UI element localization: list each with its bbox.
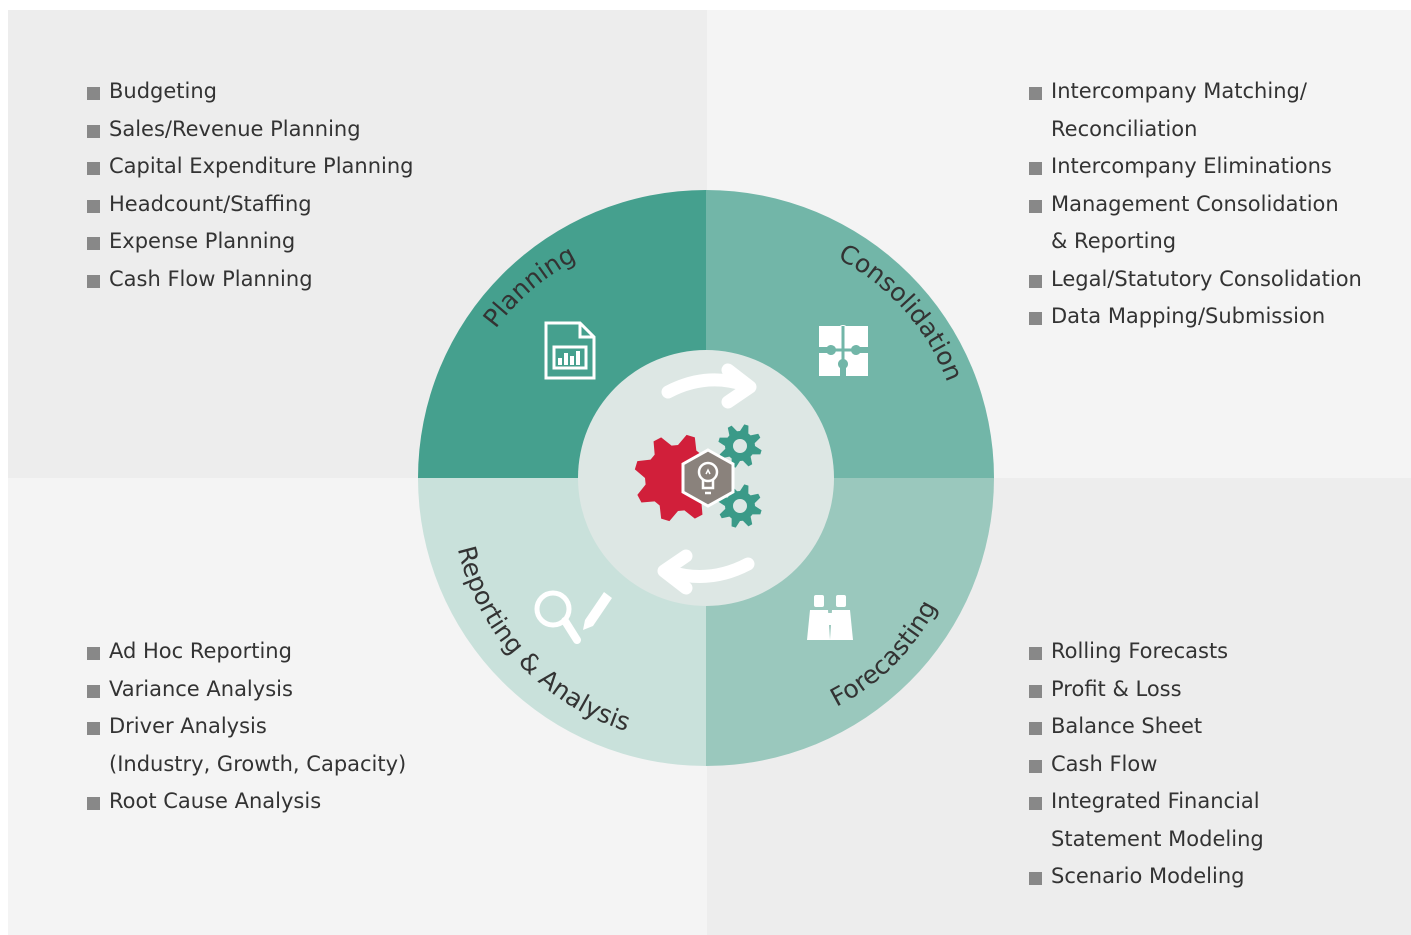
consolidation-list-item: Legal/Statutory Consolidation xyxy=(1029,261,1362,299)
forecasting-list-item-text: Rolling Forecasts xyxy=(1051,639,1229,663)
square-bullet-icon xyxy=(87,87,100,100)
consolidation-list-item: Intercompany Matching/ xyxy=(1029,73,1362,111)
reporting-list-item-text: Root Cause Analysis xyxy=(109,789,322,813)
cycle-arrow-top-icon xyxy=(661,363,757,409)
forecasting-list-item: Rolling Forecasts xyxy=(1029,633,1264,671)
planning-list-item-text: Budgeting xyxy=(109,79,218,103)
square-bullet-icon xyxy=(87,162,100,175)
square-bullet-icon xyxy=(1029,797,1042,810)
consolidation-list-item: Data Mapping/Submission xyxy=(1029,298,1362,336)
consolidation-list-item-continuation: & Reporting xyxy=(1051,229,1177,253)
forecasting-list-item-text: Balance Sheet xyxy=(1051,714,1203,738)
planning-list-item: Budgeting xyxy=(87,73,414,111)
square-bullet-icon xyxy=(1029,722,1042,735)
planning-list-item-text: Capital Expenditure Planning xyxy=(109,154,414,178)
consolidation-list-item-text: Intercompany Matching/ xyxy=(1051,79,1307,103)
planning-list-item: Cash Flow Planning xyxy=(87,261,414,299)
square-bullet-icon xyxy=(87,684,100,698)
square-bullet-icon xyxy=(87,124,100,138)
square-bullet-icon xyxy=(1029,199,1042,213)
planning-list-item-text: Cash Flow Planning xyxy=(109,266,313,291)
planning-list-item-text: Expense Planning xyxy=(109,229,296,253)
consolidation-list-item-text: Management Consolidation xyxy=(1051,191,1339,216)
reporting-list-item: Variance Analysis xyxy=(87,671,406,709)
square-bullet-icon xyxy=(1029,274,1042,288)
reporting-list-item-text: Ad Hoc Reporting xyxy=(109,639,292,663)
square-bullet-icon xyxy=(1029,647,1042,660)
consolidation-list-item: Intercompany Eliminations xyxy=(1029,148,1362,186)
forecasting-list-item: Balance Sheet xyxy=(1029,708,1264,746)
reporting-list-item-continuation: (Industry, Growth, Capacity) xyxy=(109,751,407,776)
square-bullet-icon xyxy=(87,722,100,735)
planning-list-item-text: Sales/Revenue Planning xyxy=(109,116,361,141)
planning-list-item: Sales/Revenue Planning xyxy=(87,111,414,149)
forecasting-list-item: Scenario Modeling xyxy=(1029,858,1264,896)
search-pencil-icon xyxy=(534,590,612,644)
square-bullet-icon xyxy=(87,199,100,213)
reporting-list-item-text: Driver Analysis xyxy=(109,714,267,738)
forecasting-list-item-continuation: Statement Modeling xyxy=(1051,826,1264,851)
planning-list-item: Expense Planning xyxy=(87,223,414,261)
forecasting-list-item: Integrated Financial xyxy=(1029,783,1264,821)
forecasting-list-item-text: Cash Flow xyxy=(1051,751,1158,776)
square-bullet-icon xyxy=(1029,872,1042,885)
square-bullet-icon xyxy=(1029,87,1042,100)
gear-teal-top-hole xyxy=(733,439,747,453)
report-document-icon xyxy=(544,321,596,380)
reporting-list-item-text: Variance Analysis xyxy=(109,676,293,701)
forecasting-list-item-text: Integrated Financial xyxy=(1051,789,1260,813)
consolidation-list-item: Management Consolidation xyxy=(1029,186,1362,224)
reporting-list-item: Driver Analysis xyxy=(87,708,406,746)
forecasting-list-item-text: Scenario Modeling xyxy=(1051,864,1245,888)
reporting-list-item: Ad Hoc Reporting xyxy=(87,633,406,671)
square-bullet-icon xyxy=(1029,312,1042,325)
cycle-arrow-bottom-icon xyxy=(657,549,755,595)
gear-teal-bottom-hole xyxy=(733,499,747,513)
forecasting-list-item: Profit & Loss xyxy=(1029,671,1264,709)
square-bullet-icon xyxy=(87,797,100,810)
planning-list-item-text: Headcount/Staffing xyxy=(109,191,312,216)
square-bullet-icon xyxy=(1029,684,1042,698)
gears-lightbulb-icon xyxy=(634,424,762,528)
square-bullet-icon xyxy=(87,274,100,288)
binoculars-icon xyxy=(807,595,853,640)
planning-list-item: Headcount/Staffing xyxy=(87,186,414,224)
forecasting-list-item-text: Profit & Loss xyxy=(1051,676,1182,701)
puzzle-icon xyxy=(819,325,868,376)
planning-list-item: Capital Expenditure Planning xyxy=(87,148,414,186)
square-bullet-icon xyxy=(1029,162,1042,175)
square-bullet-icon xyxy=(87,237,100,250)
consolidation-list-item-continuation: Reconciliation xyxy=(1051,116,1198,141)
square-bullet-icon xyxy=(1029,759,1042,773)
consolidation-list-item-text: Intercompany Eliminations xyxy=(1051,154,1332,178)
consolidation-list-item-text: Data Mapping/Submission xyxy=(1051,304,1326,328)
forecasting-list-item: Cash Flow xyxy=(1029,746,1264,784)
consolidation-list-item-text: Legal/Statutory Consolidation xyxy=(1051,266,1362,291)
square-bullet-icon xyxy=(87,647,100,660)
reporting-list-item: Root Cause Analysis xyxy=(87,783,406,821)
